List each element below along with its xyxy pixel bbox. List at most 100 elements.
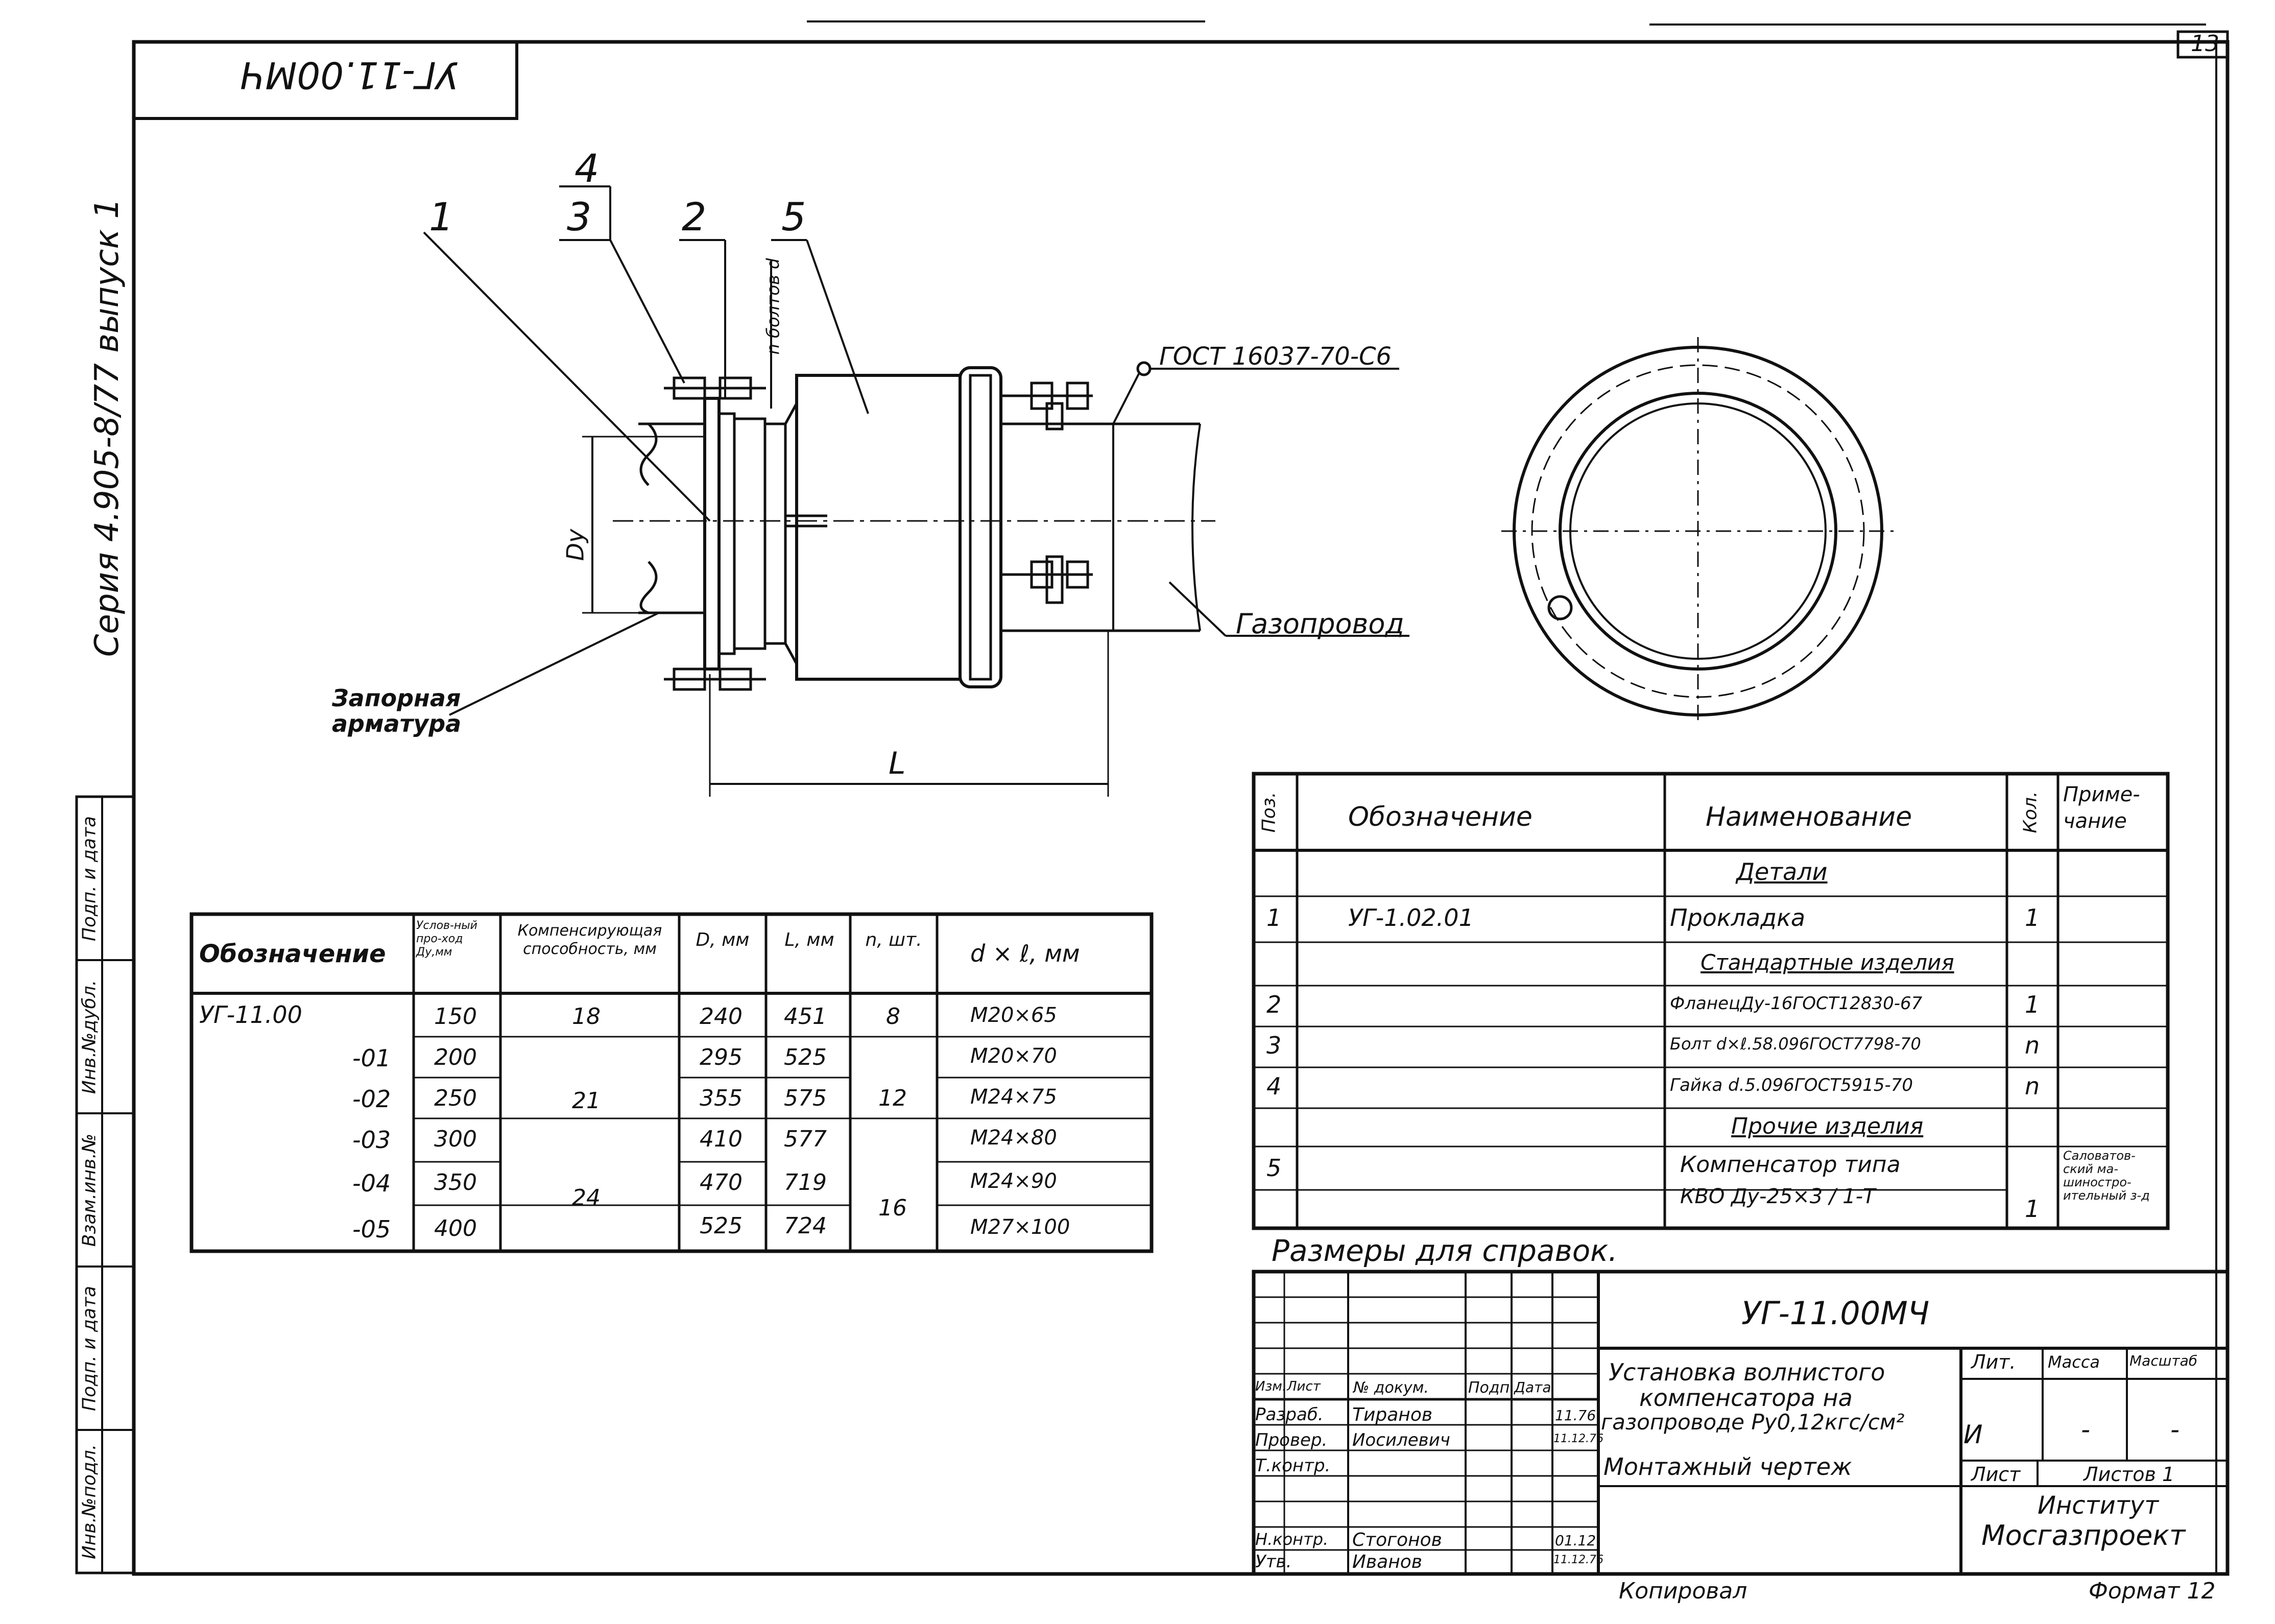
gost-label: ГОСТ 16037-70-С6 — [1159, 342, 1392, 371]
tb-title-3: газопроводе Ру0,12кгс/см² — [1601, 1410, 1905, 1435]
dims-r0-comp: 18 — [572, 1004, 601, 1030]
spec-section-standard: Стандартные изделия — [1701, 950, 1954, 975]
dims-r4-dy: 350 — [434, 1169, 477, 1196]
dims-header-n: n, шт. — [865, 929, 922, 950]
tb-name-1: Иосилевич — [1352, 1430, 1450, 1450]
tb-date-0: 11.76 — [1555, 1407, 1596, 1424]
pipe-label: Газопровод — [1236, 608, 1404, 640]
dims-r0-d: 240 — [700, 1004, 743, 1030]
tb-title-1: Установка волнистого — [1609, 1358, 1885, 1386]
tb-head-sign: Подп. — [1468, 1379, 1515, 1397]
tb-mass-value: - — [2081, 1415, 2091, 1444]
dims-r5-dy: 400 — [434, 1215, 477, 1241]
footer-format: Формат 12 — [2089, 1578, 2216, 1604]
dim-dy-label: Dy — [561, 529, 589, 561]
spec-table-frame — [1252, 772, 2170, 1230]
dims-r2-n: 12 — [878, 1085, 907, 1111]
tb-doc-type: Монтажный чертеж — [1603, 1453, 1852, 1480]
tb-role-4: Н.контр. — [1255, 1530, 1329, 1549]
spec-r5-name: Гайка d.5.096ГОСТ5915-70 — [1670, 1075, 1913, 1095]
spec-section-details: Детали — [1736, 858, 1828, 886]
dims-header-code: Обозначение — [199, 940, 386, 968]
tb-role-1: Провер. — [1255, 1430, 1328, 1450]
footer-copied: Копировал — [1619, 1578, 1747, 1604]
code-box-text: УГ-11.00МЧ — [240, 54, 459, 97]
dims-r4-code: -04 — [352, 1169, 391, 1197]
tb-sheets-label: Листов 1 — [2084, 1463, 2175, 1486]
dims-r5-dl: M27×100 — [970, 1215, 1070, 1239]
valve-label-1: Запорная — [332, 684, 461, 712]
inner-frame — [132, 40, 2230, 1576]
spec-header-qty: Кол. — [2020, 791, 2041, 833]
dims-table-frame — [189, 912, 1154, 1253]
spec-r8-qty: 1 — [2025, 1195, 2040, 1223]
tb-sheet-label: Лист — [1971, 1463, 2021, 1486]
page-number: 13 — [2191, 31, 2219, 57]
valve-label-2: арматура — [332, 710, 462, 737]
dims-r4-comp: 24 — [572, 1185, 601, 1211]
left-strip — [75, 795, 135, 1574]
dims-r2-l: 575 — [784, 1085, 827, 1111]
tb-date-4: 01.12 — [1555, 1532, 1596, 1549]
dims-r1-dy: 200 — [434, 1044, 477, 1070]
callout-2: 2 — [682, 194, 707, 240]
spec-header-note: Приме-чание — [2063, 783, 2140, 833]
dims-r2-dy: 250 — [434, 1085, 477, 1111]
callout-5: 5 — [781, 194, 806, 240]
dims-r3-l: 577 — [784, 1126, 827, 1152]
callout-1: 1 — [429, 194, 454, 240]
spec-r1-pos: 1 — [1266, 904, 1282, 932]
spec-r1-qty: 1 — [2025, 904, 2040, 932]
title-block-frame — [1252, 1270, 2230, 1576]
dims-r4-n: 16 — [878, 1195, 907, 1221]
spec-header-code: Обозначение — [1348, 802, 1532, 832]
series-text: Серия 4.905-8/77 выпуск 1 — [88, 198, 126, 657]
dims-r0-n: 8 — [886, 1004, 900, 1030]
tb-scale-value: - — [2170, 1415, 2180, 1444]
tb-role-2: Т.контр. — [1255, 1455, 1331, 1476]
dims-r5-l: 724 — [784, 1213, 827, 1239]
dims-r1-l: 525 — [784, 1044, 827, 1070]
tb-role-5: Утв. — [1255, 1551, 1292, 1572]
dims-r1-code: -01 — [352, 1044, 391, 1072]
dims-header-d: D, мм — [696, 929, 750, 950]
dims-header-comp: Компенсирующая способность, мм — [517, 922, 662, 958]
dims-r4-dl: M24×90 — [970, 1169, 1057, 1193]
dims-r3-dl: M24×80 — [970, 1126, 1057, 1150]
spec-header-pos: Поз. — [1258, 792, 1280, 833]
callout-3: 3 — [567, 194, 592, 240]
spec-r1-code: УГ-1.02.01 — [1348, 904, 1474, 932]
dims-r3-code: -03 — [352, 1126, 391, 1154]
spec-r4-pos: 3 — [1266, 1032, 1282, 1059]
left-strip-label-3: Взам.инв.№ — [79, 1133, 100, 1247]
tb-head-date: Дата — [1514, 1379, 1551, 1396]
tb-lit-value: И — [1963, 1420, 1983, 1449]
reference-note: Размеры для справок. — [1272, 1233, 1618, 1268]
dims-header-dl: d × ℓ, мм — [970, 940, 1080, 967]
tb-name-5: Иванов — [1352, 1551, 1422, 1572]
tb-date-1: 11.12.76 — [1553, 1432, 1603, 1445]
spec-r7-note: Саловатов-ский ма-шиностро-ительный з-д — [2063, 1149, 2150, 1203]
dims-header-dy: Услов-ный про-ход Ду,мм — [416, 919, 477, 959]
dims-r3-dy: 300 — [434, 1126, 477, 1152]
spec-r5-qty: n — [2025, 1072, 2040, 1100]
spec-r8-name: КВО Ду-25×3 / 1-Т — [1680, 1185, 1876, 1208]
tb-org-2: Мосгазпроект — [1981, 1519, 2186, 1551]
tb-head-list: Лист — [1287, 1379, 1321, 1394]
tb-head-doc: № докум. — [1353, 1379, 1429, 1397]
dims-r3-d: 410 — [700, 1126, 743, 1152]
dims-r4-d: 470 — [700, 1169, 743, 1196]
dims-r0-dy: 150 — [434, 1004, 477, 1030]
code-box — [132, 40, 518, 120]
dims-r5-d: 525 — [700, 1213, 743, 1239]
dims-r1-dl: M20×70 — [970, 1044, 1057, 1068]
bolt-label: n болтов d — [763, 258, 784, 355]
spec-r3-qty: 1 — [2025, 991, 2040, 1018]
left-strip-label-5: Инв.№подл. — [79, 1444, 100, 1560]
dims-r0-dl: M20×65 — [970, 1004, 1057, 1027]
spec-section-other: Прочие изделия — [1731, 1113, 1924, 1139]
dims-r5-code: -05 — [352, 1215, 391, 1243]
dims-header-l: L, мм — [784, 929, 834, 950]
tb-scale-label: Масштаб — [2129, 1352, 2198, 1369]
